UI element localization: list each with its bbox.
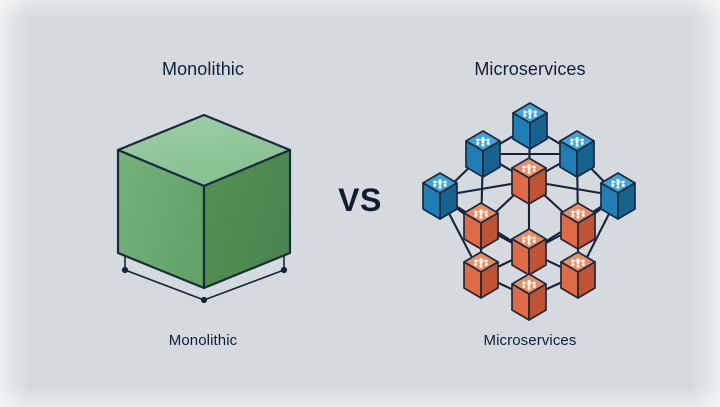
node-right-face: [529, 112, 548, 150]
node-right-face: [439, 182, 458, 220]
microservices-network-diagram: [422, 102, 636, 321]
service-node-orange: [511, 157, 547, 205]
service-node-blue: [600, 172, 636, 220]
monolithic-title: Monolithic: [161, 59, 245, 79]
service-node-orange: [463, 251, 499, 299]
node-right-face: [482, 140, 501, 178]
service-node-orange: [511, 228, 547, 276]
service-node-orange: [511, 273, 547, 321]
service-node-blue: [512, 102, 548, 150]
node-right-face: [576, 140, 595, 178]
service-node-blue: [422, 172, 458, 220]
microservices-title: Microservices: [474, 59, 586, 79]
service-node-blue: [559, 130, 595, 178]
service-node-orange: [463, 202, 499, 250]
node-right-face: [617, 182, 636, 220]
node-right-face: [528, 283, 547, 321]
monolithic-cube-diagram: [116, 113, 292, 304]
cube-right-face: [202, 148, 292, 290]
service-node-blue: [465, 130, 501, 178]
node-right-face: [577, 261, 596, 299]
cube-dimension-dots: [121, 266, 288, 304]
node-right-face: [528, 167, 547, 205]
service-node-orange: [560, 202, 596, 250]
service-node-orange: [560, 251, 596, 299]
microservices-caption: Microservices: [483, 332, 577, 349]
vs-divider-label: VS: [338, 182, 382, 218]
node-right-face: [480, 261, 499, 299]
network-nodes: [422, 102, 636, 321]
monolithic-caption: Monolithic: [168, 332, 238, 349]
node-right-face: [577, 212, 596, 250]
node-right-face: [480, 212, 499, 250]
